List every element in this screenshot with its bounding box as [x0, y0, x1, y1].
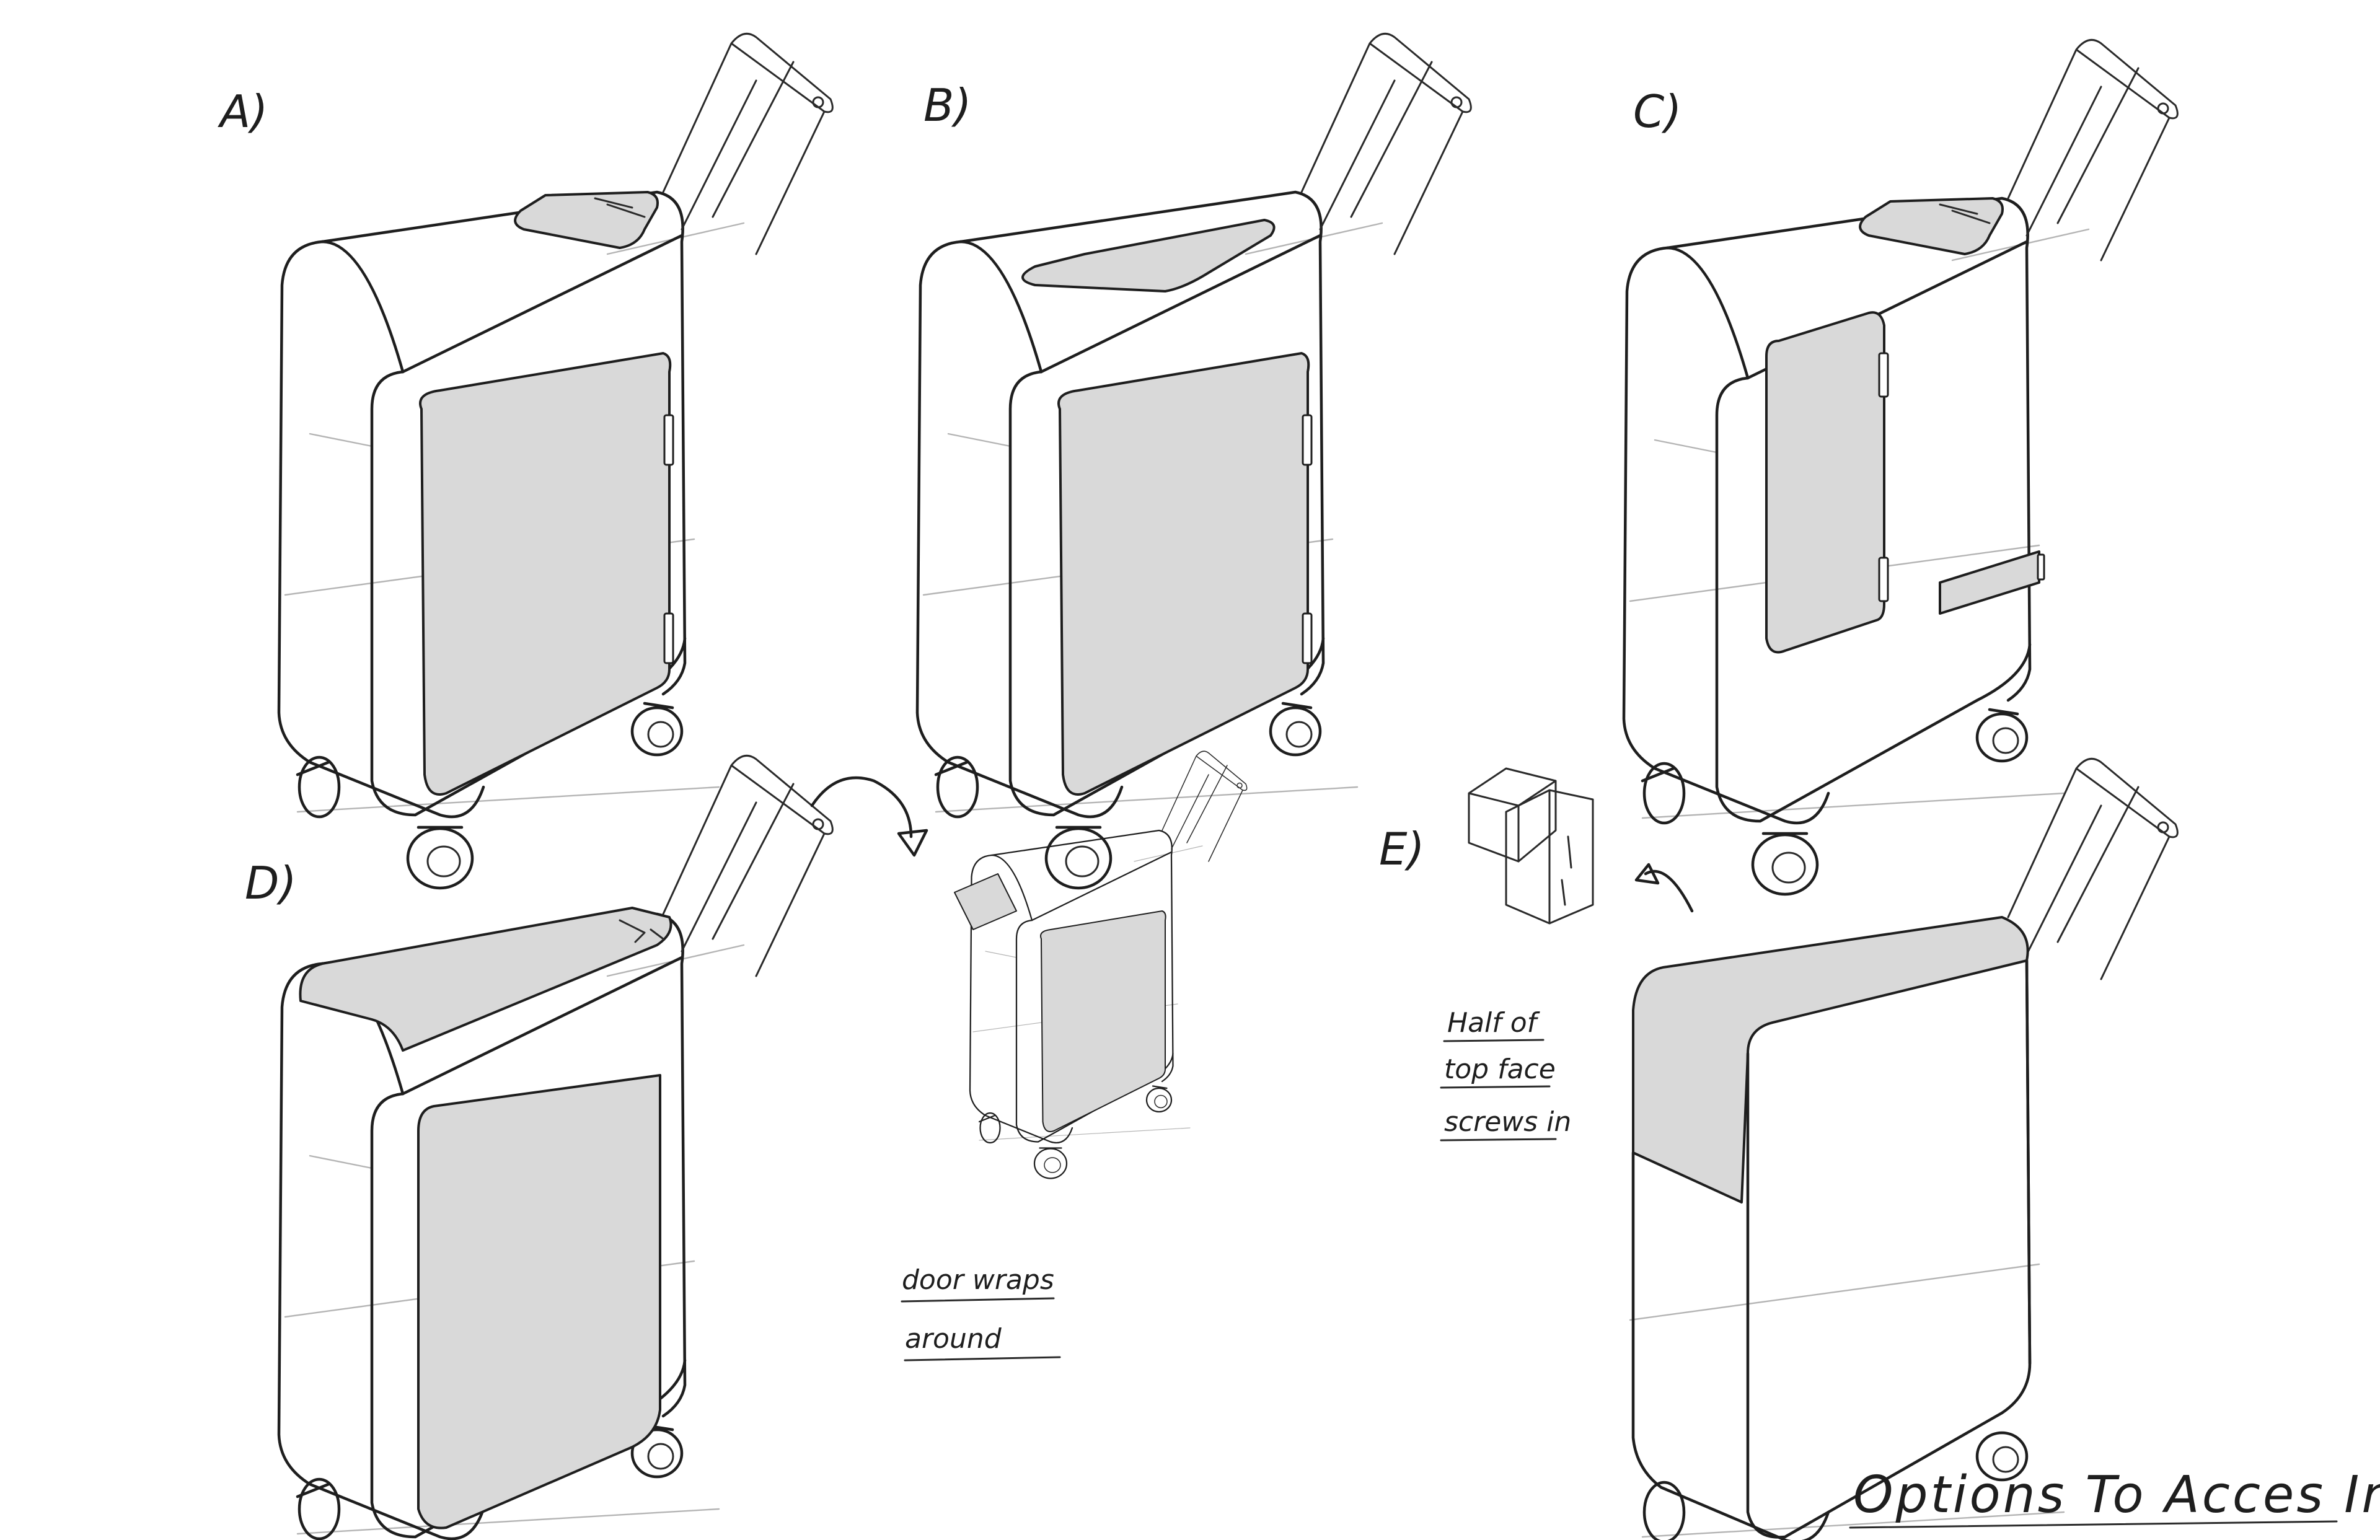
variant-e: E) Half of top face screws in — [1379, 757, 2179, 1540]
variant-label: E) — [1379, 823, 1425, 875]
sheet-title: Options To Acces Internals — [1849, 1466, 2380, 1529]
variant-a: A) — [218, 33, 832, 888]
note-line: Half of — [1447, 1007, 1541, 1039]
variant-label: C) — [1633, 86, 1681, 138]
note-line: top face — [1444, 1054, 1556, 1085]
note-line: door wraps — [902, 1264, 1054, 1296]
door-wrap-detail: door wraps around — [810, 750, 1248, 1362]
cart-sketch — [1629, 757, 2179, 1540]
variant-label: B) — [923, 79, 971, 131]
cart-sketch-open-door — [954, 750, 1248, 1179]
variant-label: D) — [245, 857, 297, 909]
variant-label: A) — [218, 86, 268, 138]
cart-sketch — [917, 33, 1471, 888]
sheet-title-text: Options To Acces Internals — [1853, 1466, 2380, 1525]
variant-d: D) — [245, 755, 832, 1540]
variant-b: B) — [917, 33, 1471, 888]
note-line: around — [905, 1323, 1002, 1355]
variant-c: C) — [1624, 40, 2177, 894]
curved-arrow-icon — [810, 776, 913, 838]
cart-sketch — [279, 755, 832, 1540]
cart-sketch — [279, 33, 832, 888]
cart-sketch — [1624, 40, 2177, 894]
curved-arrow-icon — [1644, 869, 1694, 913]
lid-detail-sketch — [1468, 767, 1594, 925]
note-line: screws in — [1444, 1106, 1571, 1138]
